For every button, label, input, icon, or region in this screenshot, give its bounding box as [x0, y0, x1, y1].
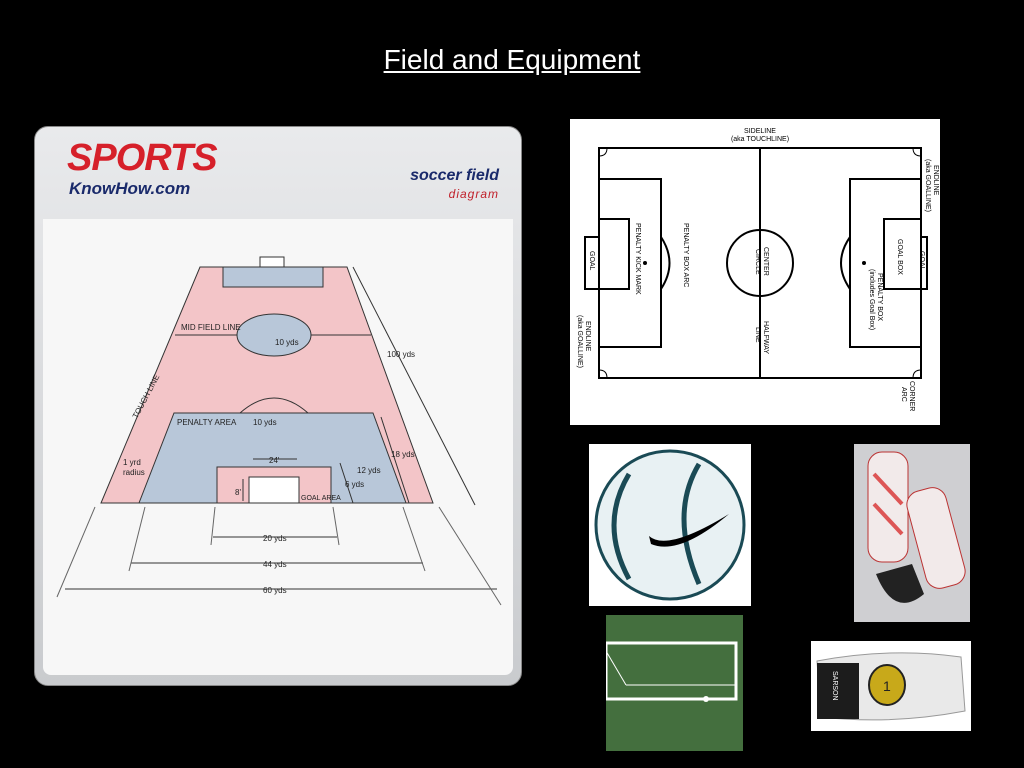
svg-text:1: 1 — [883, 678, 891, 694]
right-penalty-arc — [840, 236, 851, 290]
label-goal-right: GOAL — [918, 251, 925, 271]
soccer-ball-illustration — [594, 449, 746, 601]
label-10yds-center: 10 yds — [275, 338, 299, 347]
label-center: CENTER — [762, 247, 769, 276]
label-penalty-box: PENALTY BOX — [876, 273, 883, 321]
label-penalty-area: PENALTY AREA — [177, 418, 237, 427]
label-circle: CIRCLE — [754, 249, 761, 275]
label-1yd: 1 yrd — [123, 458, 141, 467]
dim-12yds — [339, 462, 354, 504]
label-10yds-arc: 10 yds — [253, 418, 277, 427]
diagram-subtitle: diagram — [448, 187, 499, 201]
extension-44-right — [402, 506, 426, 572]
corner-arc-bl — [598, 369, 608, 379]
near-goal — [248, 476, 300, 504]
label-goalline-left: (aka GOALLINE) — [576, 315, 583, 368]
right-goal — [920, 236, 928, 290]
label-arc: ARC — [900, 387, 907, 402]
goalkeeper-gloves-photo: 1 SARSON — [811, 641, 971, 731]
extension-right — [438, 506, 502, 606]
diagram-title: soccer field — [410, 167, 499, 184]
label-penalty-box-arc: PENALTY BOX ARC — [682, 223, 689, 287]
label-includes-goal-box: (includes Goal Box) — [868, 269, 875, 330]
label-goal-left: GOAL — [588, 251, 595, 271]
label-goal-area: GOAL AREA — [301, 495, 341, 502]
glove-brand-text: SARSON — [831, 671, 838, 701]
swoosh-icon — [649, 514, 729, 547]
label-100yds: 100 yds — [387, 350, 415, 359]
dim-100yds — [352, 266, 476, 506]
extension-44-left — [128, 506, 146, 572]
penalty-arc — [239, 397, 309, 414]
dim-18yds — [380, 416, 410, 504]
extension-left — [56, 506, 96, 598]
soccer-ball-photo — [589, 444, 751, 606]
label-8ft: 8' — [235, 488, 241, 497]
right-penalty-mark — [862, 261, 866, 265]
extension-20-right — [332, 506, 340, 546]
sportsknowhow-logo-top: SPORTS — [67, 137, 218, 179]
shin-guards-illustration — [867, 451, 966, 603]
label-endline-left: ENDLINE — [584, 321, 591, 352]
label-24ft: 24' — [269, 456, 280, 465]
penalty-area — [138, 412, 407, 504]
extension-20-left — [210, 506, 216, 546]
label-sideline: SIDELINE — [744, 128, 776, 135]
right-penalty-box — [849, 178, 922, 348]
label-halfway: HALFWAY — [762, 321, 769, 354]
label-goal-box: GOAL BOX — [896, 239, 903, 275]
far-goal-area — [222, 266, 324, 288]
label-mid-field-line: MID FIELD LINE — [181, 323, 241, 332]
shin-guards-photo — [854, 444, 970, 622]
label-endline-right: ENDLINE — [932, 165, 939, 196]
corner-arc-br — [912, 369, 922, 379]
label-line: LINE — [754, 327, 761, 343]
label-penalty-kick-mark: PENALTY KICK MARK — [634, 223, 641, 295]
label-touchline: (aka TOUCHLINE) — [731, 136, 789, 143]
label-12yds: 12 yds — [357, 466, 381, 475]
soccer-goal-photo — [604, 615, 743, 751]
sportsknowhow-logo-bottom: KnowHow.com — [69, 179, 191, 198]
left-goal-box — [598, 218, 630, 290]
field-layout-diagram: SIDELINE (aka TOUCHLINE) ENDLINE (aka GO… — [570, 119, 940, 425]
field-layout-svg: SIDELINE (aka TOUCHLINE) ENDLINE (aka GO… — [576, 128, 939, 411]
label-18yds: 18 yds — [391, 450, 415, 459]
corner-arc-tr — [912, 147, 922, 157]
slide-title: Field and Equipment — [383, 44, 641, 75]
label-60yds: 60 yds — [263, 586, 287, 595]
goalkeeper-gloves-illustration: 1 SARSON — [816, 652, 966, 721]
left-goal — [584, 236, 600, 290]
center-circle — [726, 229, 794, 297]
center-circle — [236, 313, 312, 357]
perspective-field-svg: MID FIELD LINE 10 yds 100 yds TOUCH LINE… — [56, 256, 502, 606]
label-corner: CORNER — [908, 381, 915, 411]
label-44yds: 44 yds — [263, 560, 287, 569]
label-radius: radius — [123, 468, 145, 477]
label-goalline-right: (aka GOALLINE) — [924, 159, 931, 212]
label-6yds: 6 yds — [345, 480, 364, 489]
label-20yds: 20 yds — [263, 534, 287, 543]
soccer-goal-illustration — [604, 615, 743, 751]
left-penalty-mark — [643, 261, 647, 265]
left-penalty-arc — [660, 236, 671, 290]
soccer-field-diagram-panel: SPORTS KnowHow.com soccer field diagram … — [34, 126, 522, 686]
far-goal — [259, 256, 285, 268]
corner-arc-tl — [598, 147, 608, 157]
